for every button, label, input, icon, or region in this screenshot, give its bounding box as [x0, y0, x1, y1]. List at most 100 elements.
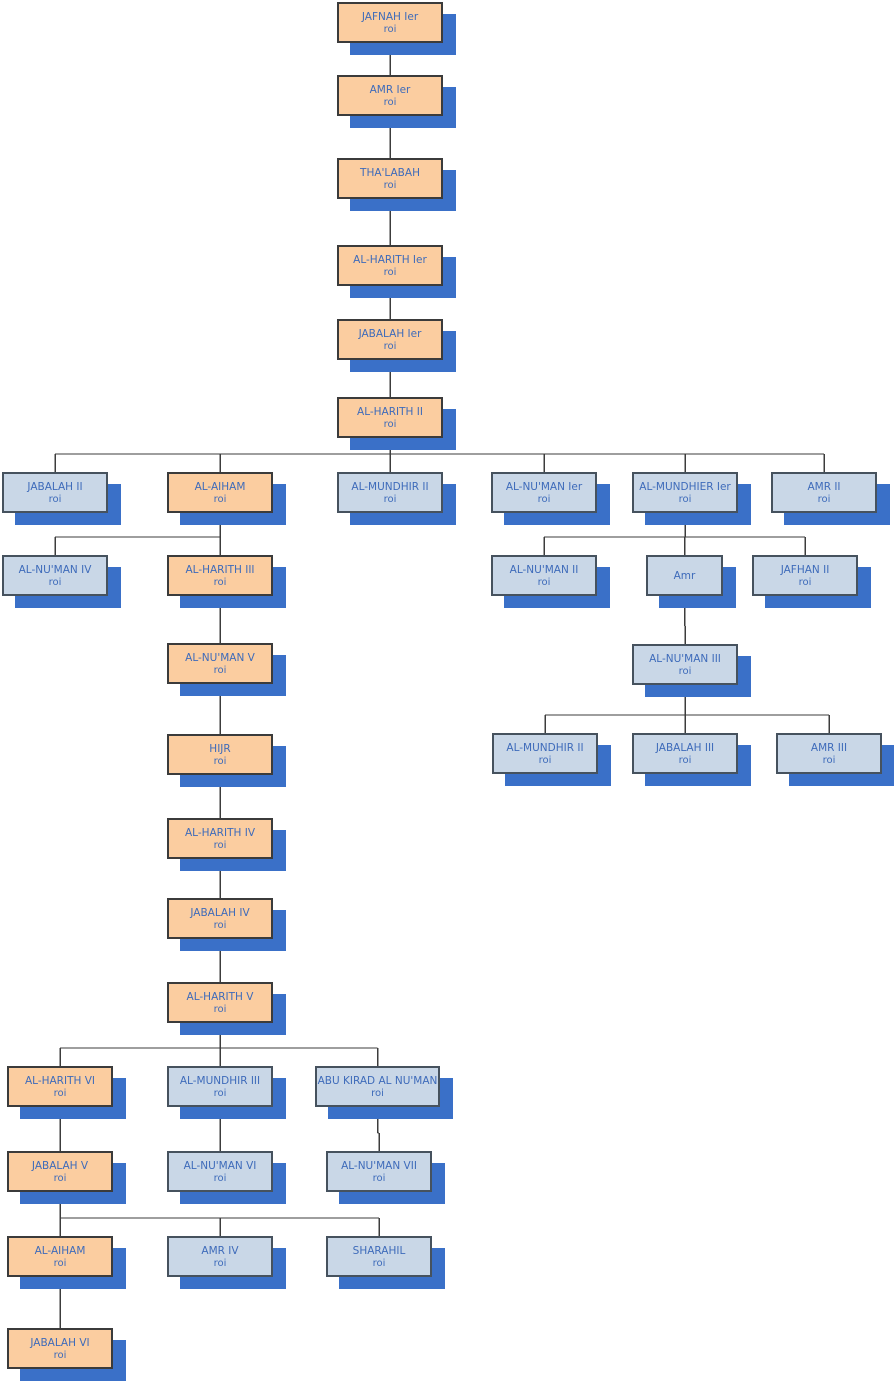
tree-node-subtitle: roi [53, 1087, 67, 1099]
tree-node-label: JABALAH Ier [358, 327, 422, 340]
tree-node-label: JABALAH VI [30, 1336, 90, 1349]
tree-node-subtitle: roi [213, 1003, 227, 1015]
tree-node-subtitle: roi [213, 576, 227, 588]
tree-node-subtitle: roi [383, 493, 397, 505]
tree-node-subtitle: roi [53, 1349, 67, 1361]
tree-node-label: AL-MUNDHIR II [351, 480, 429, 493]
tree-node-subtitle: roi [53, 1257, 67, 1269]
tree-node-subtitle: roi [213, 493, 227, 505]
tree-node-subtitle: roi [213, 919, 227, 931]
tree-node-subtitle: roi [383, 418, 397, 430]
tree-node-label: JAFHAN II [780, 563, 830, 576]
tree-node-subtitle: roi [213, 755, 227, 767]
tree-node-subtitle: roi [213, 1257, 227, 1269]
tree-node-subtitle: roi [372, 1172, 386, 1184]
tree-node-label: AL-NU'MAN II [509, 563, 579, 576]
tree-node-subtitle: roi [678, 493, 692, 505]
tree-node-label: AL-MUNDHIR III [179, 1074, 261, 1087]
tree-node-label: AMR IV [201, 1244, 239, 1257]
tree-node-label: JABALAH II [27, 480, 83, 493]
tree-node-label: AL-AIHAM [194, 480, 246, 493]
tree-node-subtitle: roi [383, 96, 397, 108]
tree-node-subtitle: roi [383, 179, 397, 191]
tree-node-label: AL-HARITH III [185, 563, 255, 576]
tree-node-label: JABALAH V [31, 1159, 89, 1172]
tree-node-subtitle: roi [48, 493, 62, 505]
tree-node-subtitle: roi [213, 1087, 227, 1099]
tree-node-label: Amr [673, 569, 696, 582]
tree-node-subtitle: roi [817, 493, 831, 505]
tree-node-label: AL-NU'MAN IV [18, 563, 92, 576]
tree-node-label: JABALAH III [655, 741, 715, 754]
tree-node-subtitle: roi [537, 493, 551, 505]
tree-node-subtitle: roi [678, 754, 692, 766]
tree-node-subtitle: roi [538, 754, 552, 766]
tree-node-subtitle: roi [537, 576, 551, 588]
tree-node-subtitle: roi [48, 576, 62, 588]
tree-node-label: AL-HARITH V [186, 990, 254, 1003]
tree-node-subtitle: roi [822, 754, 836, 766]
tree-node-label: SHARAHIL [352, 1244, 406, 1257]
tree-node-label: AL-NU'MAN III [649, 652, 721, 665]
tree-node-subtitle: roi [213, 1172, 227, 1184]
tree-node-subtitle: roi [678, 665, 692, 677]
tree-node-subtitle: roi [383, 266, 397, 278]
tree-node-label: AL-HARITH II [357, 405, 423, 418]
tree-node-label: AMR Ier [369, 83, 411, 96]
tree-node-label: AL-MUNDHIR II [506, 741, 584, 754]
tree-node-label: AL-MUNDHIER Ier [639, 480, 731, 493]
tree-node-subtitle: roi [798, 576, 812, 588]
tree-node-subtitle: roi [371, 1087, 384, 1099]
tree-node-label: JABALAH IV [190, 906, 250, 919]
tree-node-label: AL-NU'MAN VII [341, 1159, 417, 1172]
tree-node-label: AL-AIHAM [34, 1244, 86, 1257]
tree-node-label: HIJR [209, 742, 231, 755]
tree-node-label: AL-HARITH Ier [353, 253, 427, 266]
tree-node-subtitle: roi [372, 1257, 386, 1269]
tree-node-label: AL-HARITH VI [24, 1074, 96, 1087]
tree-node-label: AL-NU'MAN Ier [505, 480, 583, 493]
tree-node-amr: Amr [646, 555, 723, 596]
tree-node-label: AL-HARITH IV [184, 826, 256, 839]
tree-node-label: THA'LABAH [360, 166, 420, 179]
tree-node-label: AL-NU'MAN VI [183, 1159, 257, 1172]
tree-node-subtitle: roi [53, 1172, 67, 1184]
tree-node-subtitle: roi [383, 340, 397, 352]
